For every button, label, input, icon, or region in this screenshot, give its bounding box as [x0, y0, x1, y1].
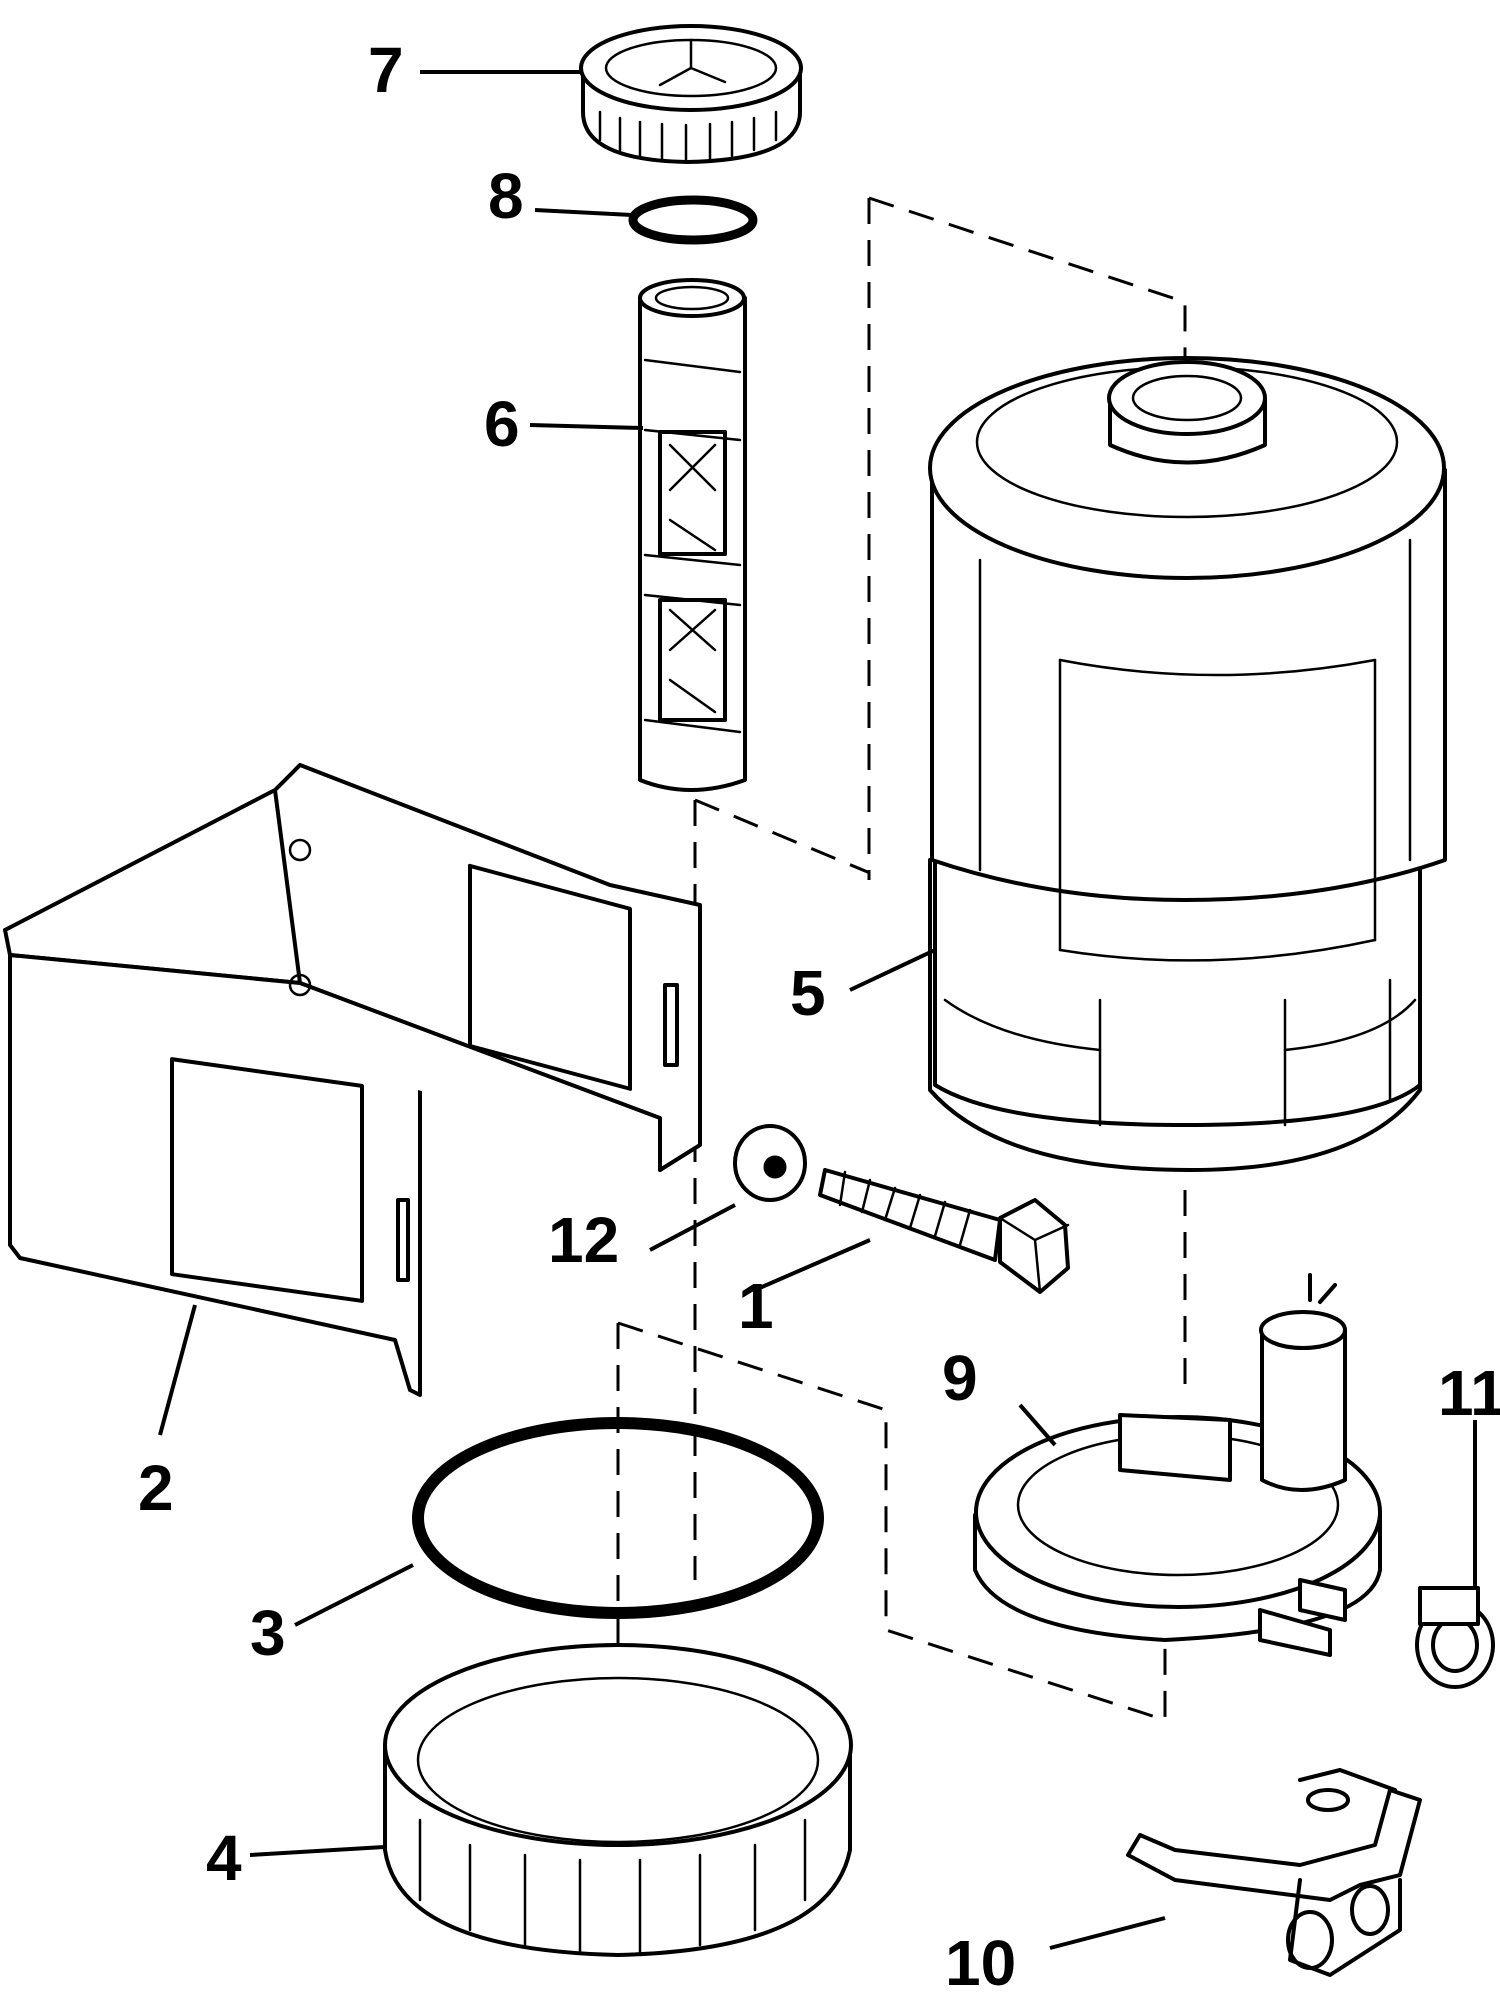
retaining-ring-part	[383, 1643, 853, 1957]
o-ring-seal-part	[412, 1417, 824, 1619]
callout-4: 4	[206, 1822, 242, 1894]
callout-2: 2	[138, 1452, 174, 1524]
callout-9: 9	[942, 1342, 978, 1414]
leader-lines	[158, 70, 1477, 1950]
cap-o-ring-part	[628, 195, 758, 245]
washer-part	[733, 1124, 807, 1202]
cap-part	[579, 24, 803, 164]
screw-part	[818, 1168, 1070, 1294]
callout-labels: 7 8 6 5 12 1 9 11 2 3 4 10	[138, 34, 1500, 1998]
callout-3: 3	[250, 1597, 286, 1669]
callout-6: 6	[484, 388, 520, 460]
callout-7: 7	[368, 34, 404, 106]
pump-base-assembly-part	[973, 1273, 1382, 1657]
callout-11: 11	[1438, 1357, 1500, 1429]
callout-5: 5	[790, 957, 826, 1029]
callout-10: 10	[945, 1927, 1016, 1998]
ground-strap-part	[1126, 1768, 1422, 1977]
callout-1: 1	[738, 1270, 774, 1342]
mounting-bracket-part	[3, 763, 702, 1397]
fuel-filter-canister-part	[928, 356, 1447, 1172]
callout-12: 12	[548, 1204, 619, 1276]
callout-8: 8	[488, 160, 524, 232]
hose-clamp-part	[1415, 1586, 1495, 1689]
filter-element-part	[638, 278, 747, 792]
